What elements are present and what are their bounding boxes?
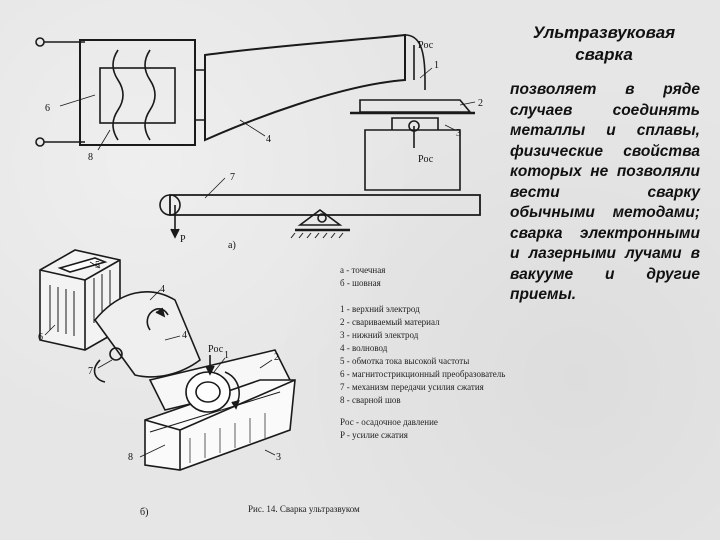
legend-mode-b: б - шовная (340, 278, 381, 288)
legend-mode-a: а - точечная (340, 265, 385, 275)
label-a-pressure-bottom: Pос (418, 154, 434, 165)
label-a-2: 2 (478, 98, 483, 109)
label-a-title: а) (228, 240, 236, 251)
roller-electrode (185, 371, 231, 413)
legend-note: P - усилие сжатия (340, 430, 408, 440)
legend-item: 5 - обмотка тока высокой частоты (340, 356, 469, 366)
label-a-8: 8 (88, 152, 93, 163)
legend-item: 8 - сварной шов (340, 395, 401, 405)
legend-note: Pос - осадочное давление (340, 417, 438, 427)
pressure-lever (169, 194, 481, 216)
label-b-4-top: 4 (160, 284, 165, 295)
label-b-1: 1 (224, 350, 229, 361)
label-a-3: 3 (456, 128, 461, 139)
label-b-2: 2 (274, 352, 279, 363)
label-b-7: 7 (88, 366, 93, 377)
label-b-4: 4 (182, 330, 187, 341)
label-b-6: 6 (38, 332, 43, 343)
legend-item: 1 - верхний электрод (340, 304, 420, 314)
legend-item: 3 - нижний электрод (340, 330, 419, 340)
label-a-pressure-top: Pос (418, 40, 434, 51)
label-b-3: 3 (276, 452, 281, 463)
legend-item: 4 - волновод (340, 343, 388, 353)
lower-electrode (364, 129, 461, 191)
label-b-5: 5 (95, 260, 100, 271)
label-b-title: б) (140, 507, 148, 518)
label-a-6: 6 (45, 103, 50, 114)
label-b-pressure: Pос (208, 344, 224, 355)
terminal-top (35, 37, 45, 47)
workpiece-b (144, 379, 296, 471)
transducer-core (79, 39, 196, 146)
figure-legend: а - точечная б - шовная 1 - верхний элек… (340, 265, 505, 440)
label-a-1: 1 (434, 60, 439, 71)
transducer-window (99, 67, 176, 124)
legend-item: 6 - магнитострикционный преобразователь (340, 369, 505, 379)
figure-caption: Рис. 14. Сварка ультразвуком (248, 504, 360, 514)
diagram-b (39, 249, 296, 471)
diagram-a (35, 33, 481, 239)
label-a-force: P (180, 234, 186, 245)
legend-item: 7 - механизм передачи усилия сжатия (340, 382, 484, 392)
slide-title: Ультразвуковая сварка (532, 23, 676, 64)
upper-electrode (359, 99, 472, 113)
slide-body-text: позволяет в ряде случаев соединять метал… (510, 81, 700, 303)
label-a-7: 7 (230, 172, 235, 183)
label-a-4: 4 (266, 134, 271, 145)
waveguide-horn (204, 33, 406, 142)
label-b-8: 8 (128, 452, 133, 463)
legend-item: 2 - свариваемый материал (340, 317, 440, 327)
terminal-bottom (35, 137, 45, 147)
